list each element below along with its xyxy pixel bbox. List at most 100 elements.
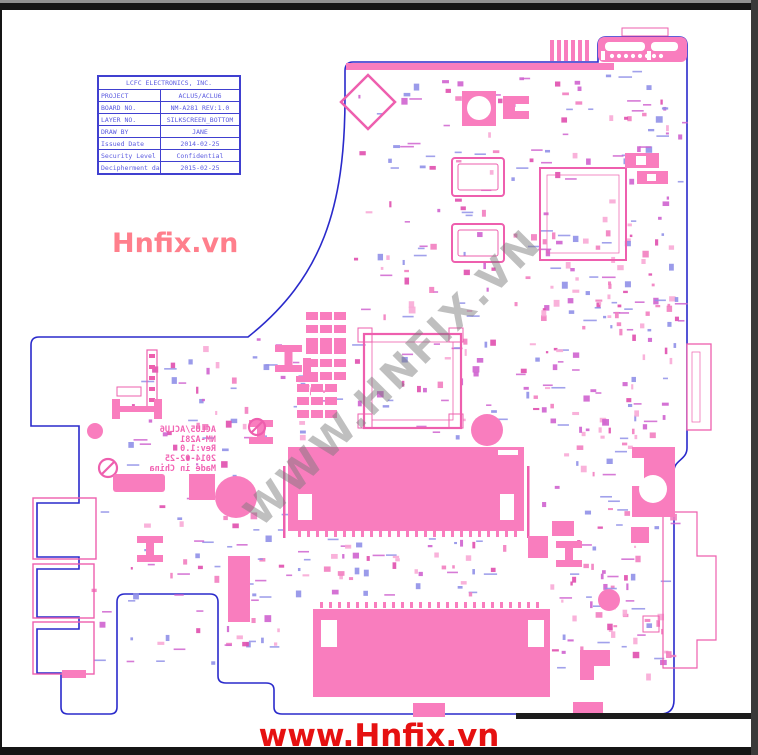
title-block-value: Confidential: [176, 151, 224, 160]
title-block-value: NM-A281 REV:1.0: [170, 103, 230, 112]
title-block-label: BOARD NO.: [99, 102, 161, 113]
title-block-table: LCFC ELECTRONICS, INC. PROJECT ACLU5/ACLU…: [97, 75, 241, 175]
title-block-value: JANE: [192, 127, 208, 136]
pcb-shape: [498, 450, 518, 455]
pcb-shape: [500, 494, 514, 520]
pcb-shape: [546, 174, 620, 254]
title-block-label: Decipherment date: [101, 162, 161, 173]
pcb-shape: [448, 327, 464, 343]
title-block-label: Security Level: [99, 150, 161, 161]
mount-hole: [471, 414, 503, 446]
title-block-row: Issued Date 2014-02-25: [99, 138, 239, 150]
pcb-shape: [357, 327, 373, 343]
pcb-shape: [413, 703, 445, 717]
mount-hole: [598, 589, 620, 611]
title-block-label: Issued Date: [99, 138, 161, 149]
battery-connector: [662, 511, 717, 669]
top-edge-strip: [346, 63, 614, 70]
title-block-label: PROJECT: [99, 90, 161, 101]
card-pin-dots: [609, 53, 664, 59]
coil: [296, 376, 318, 382]
bottom-edge-segment: [516, 713, 758, 719]
no-screw-symbol: [97, 457, 119, 479]
pcb-shape: [467, 96, 491, 120]
pcb-shape: [552, 521, 574, 536]
pcb-shape: [189, 474, 215, 500]
connector-outline: [621, 27, 669, 37]
title-block-label: LAYER NO.: [99, 114, 161, 125]
edge-connector-bump: [686, 343, 712, 431]
ram-slot-2: [313, 609, 550, 697]
board-text-line: Made in China: [149, 463, 216, 474]
mosfet-bank: [297, 384, 337, 418]
pcb-shape: [647, 174, 656, 181]
pcb-shape: [371, 341, 454, 421]
title-block-row: Security Level Confidential: [99, 150, 239, 162]
io-port: [32, 563, 95, 619]
pcb-shape: [580, 650, 594, 680]
title-block-value: ACLU5/ACLU6: [178, 91, 222, 100]
pcb-shape: [457, 163, 499, 191]
title-block-row: LAYER NO. SILKSCREEN_BOTTOM: [99, 114, 239, 126]
clamp-component: [503, 96, 529, 119]
card-slot: [651, 42, 678, 51]
pcb-shape: [116, 386, 142, 397]
mount-hole: [87, 423, 103, 439]
jumper-bar: [112, 399, 162, 419]
pcb-shape: [62, 670, 86, 678]
cpu-footprint: [539, 167, 627, 261]
pcb-shape: [636, 156, 646, 165]
crystal-footprint: [451, 223, 505, 263]
pcb-shape: [457, 229, 499, 257]
top-frame-bar: [0, 0, 758, 10]
component-noise: [91, 70, 688, 681]
ram-slot-1: [288, 447, 524, 531]
chipset-footprint: [362, 332, 463, 430]
ram2-pins: [320, 602, 539, 608]
mosfet-bank: [306, 312, 346, 346]
pcb-shape: [691, 351, 701, 423]
right-frame-border: [751, 0, 758, 755]
title-block-row: Decipherment date 2015-02-25: [99, 162, 239, 173]
mount-hole: [215, 476, 257, 518]
card-slot: [605, 42, 645, 51]
pcb-shape: [448, 413, 464, 429]
mounting-diamond: [339, 73, 397, 131]
board-outline: [30, 36, 688, 715]
crystal-footprint: [451, 157, 505, 197]
ram1-pins: [298, 531, 517, 537]
title-block-value: 2015-02-25: [180, 163, 220, 172]
pcb-shape: [528, 620, 544, 647]
pcb-shape: [642, 615, 660, 633]
pcb-shape: [527, 466, 530, 538]
pcb-shape: [528, 536, 548, 558]
pcb-shape: [228, 556, 250, 622]
no-screw-symbol: [247, 417, 267, 437]
pcb-shape: [149, 354, 155, 402]
inductor: [275, 345, 302, 372]
pcb-shape: [573, 702, 603, 716]
pcb-shape: [357, 413, 373, 429]
pcb-shape: [303, 358, 311, 376]
pcb-shape: [321, 620, 337, 647]
pcb-shape: [639, 475, 667, 503]
title-block-row: PROJECT ACLU5/ACLU6: [99, 90, 239, 102]
title-block-value: SILKSCREEN_BOTTOM: [166, 115, 234, 124]
title-block-header: LCFC ELECTRONICS, INC.: [99, 77, 239, 90]
pcb-shape: [113, 474, 165, 492]
inductor: [556, 541, 582, 567]
pcb-shape: [298, 494, 312, 520]
pcb-shape: [616, 458, 644, 486]
hnfix-side-logo: Hnfix.vn: [112, 228, 239, 259]
pcb-shape: [283, 466, 286, 538]
inductor: [137, 536, 163, 562]
title-block-value: 2014-02-25: [180, 139, 220, 148]
title-block-row: BOARD NO. NM-A281 REV:1.0: [99, 102, 239, 114]
board-to-board-connector: [550, 40, 589, 61]
bottom-frame-bar: [0, 747, 758, 755]
mosfet-bank: [306, 346, 346, 380]
